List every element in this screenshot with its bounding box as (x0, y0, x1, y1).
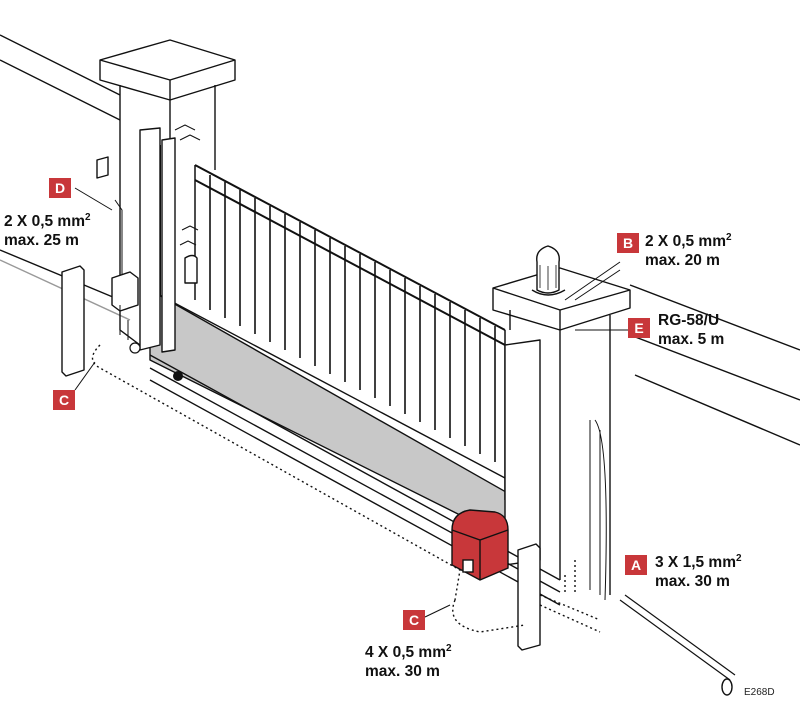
cable-spec-c-line1: 4 X 0,5 mm (365, 644, 446, 662)
gate-bars (209, 175, 496, 462)
cable-spec-e-line1: RG-58/U (658, 312, 720, 329)
callout-badge-a: A (625, 555, 647, 575)
cable-spec-a: 3 X 1,5 mm2 max. 30 m (655, 549, 742, 591)
cable-spec-c: 4 X 0,5 mm2 max. 30 m (365, 639, 452, 681)
cable-spec-d: 2 X 0,5 mm2 max. 25 m (4, 208, 91, 250)
cable-spec-e-line2: max. 5 m (658, 331, 725, 348)
cable-spec-b-sup: 2 (726, 232, 732, 243)
callout-badge-b: B (617, 233, 639, 253)
cable-spec-c-line2: max. 30 m (365, 663, 440, 681)
cable-spec-b: 2 X 0,5 mm2 max. 20 m (645, 228, 732, 270)
flashing-lamp-icon (531, 245, 566, 296)
figure-code: E268D (744, 687, 775, 698)
cable-spec-c-sup: 2 (446, 643, 452, 654)
junction-box-icon (111, 271, 139, 312)
cable-spec-e: RG-58/U max. 5 m (658, 311, 724, 349)
callout-badge-d: D (49, 178, 71, 198)
callout-badge-e: E (628, 318, 650, 338)
cable-spec-a-line1: 3 X 1,5 mm (655, 554, 736, 572)
callout-badge-c-motor: C (403, 610, 425, 630)
photocell-post-left (61, 265, 85, 377)
cable-spec-d-sup: 2 (85, 212, 91, 223)
cable-spec-d-line1: 2 X 0,5 mm (4, 213, 85, 231)
cable-spec-a-sup: 2 (736, 553, 742, 564)
right-pillar (492, 267, 631, 595)
photocell-post-right (517, 543, 541, 651)
callout-badge-c-left: C (53, 390, 75, 410)
gate-motor (451, 509, 509, 581)
cable-spec-d-line2: max. 25 m (4, 232, 79, 250)
cable-spec-b-line2: max. 20 m (645, 252, 720, 270)
key-selector-icon (96, 156, 109, 179)
cable-spec-a-line2: max. 30 m (655, 573, 730, 591)
cable-spec-b-line1: 2 X 0,5 mm (645, 233, 726, 251)
